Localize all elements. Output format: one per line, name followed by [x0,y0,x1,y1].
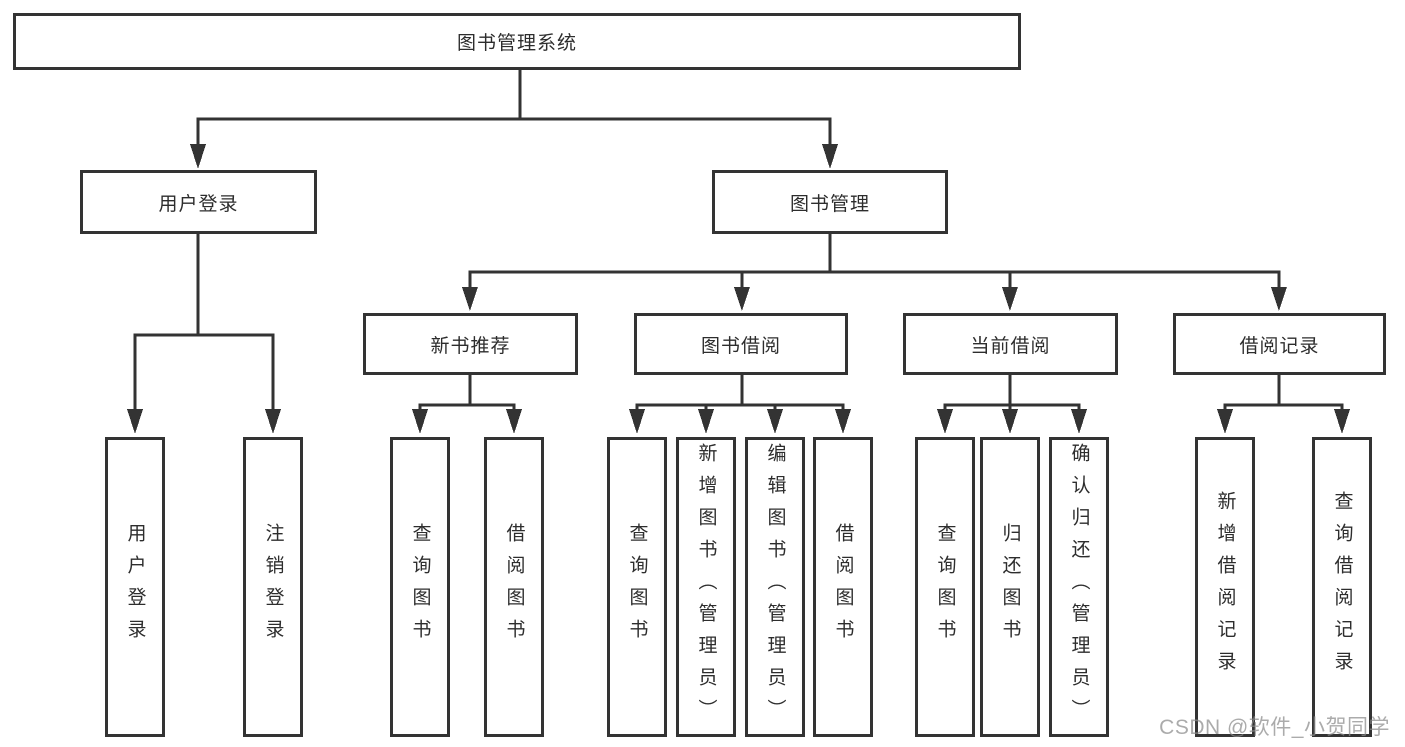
leaf-borrow-book-newbook: 借阅图书 [484,437,544,737]
edge-root-to-level2 [190,70,838,169]
edge-user-login-children [127,234,281,434]
leaf-add-borrow-record: 新增借阅记录 [1195,437,1255,737]
leaf-user-login: 用户登录 [105,437,165,737]
node-book-management: 图书管理 [712,170,948,234]
node-borrow-records-label: 借阅记录 [1239,335,1320,357]
node-book-borrow-label: 图书借阅 [700,335,781,357]
leaf-return-book-label: 归还图书 [999,523,1021,651]
leaf-logout: 注销登录 [243,437,303,737]
node-current-borrow: 当前借阅 [903,313,1118,375]
leaf-query-borrow-record-label: 查询借阅记录 [1331,491,1353,683]
edge-new-book-children [412,375,522,434]
leaf-query-book-newbook: 查询图书 [390,437,450,737]
leaf-confirm-return-admin-label: 确认归还（管理员） [1068,443,1090,731]
leaf-add-book-admin-label: 新增图书（管理员） [695,443,717,731]
edge-book-borrow-children [629,375,851,434]
edge-book-mgmt-to-level3 [462,234,1287,311]
node-new-book-label: 新书推荐 [430,335,511,357]
leaf-add-book-admin: 新增图书（管理员） [676,437,736,737]
node-root-label: 图书管理系统 [456,33,577,54]
csdn-watermark: CSDN @软件_小贺同学 [1159,716,1390,739]
node-user-login-label: 用户登录 [158,193,239,215]
node-new-book-recommend: 新书推荐 [363,313,578,375]
leaf-query-book-borrow: 查询图书 [607,437,667,737]
leaf-user-login-label: 用户登录 [124,523,146,651]
node-current-borrow-label: 当前借阅 [970,335,1051,357]
leaf-edit-book-admin: 编辑图书（管理员） [745,437,805,737]
node-root-system: 图书管理系统 [13,13,1021,70]
leaf-query-book-newbook-label: 查询图书 [409,523,431,651]
node-book-management-label: 图书管理 [789,193,870,215]
node-borrow-records: 借阅记录 [1173,313,1386,375]
leaf-query-book-current: 查询图书 [915,437,975,737]
edge-records-children [1217,375,1350,434]
leaf-logout-label: 注销登录 [262,523,284,651]
leaf-edit-book-admin-label: 编辑图书（管理员） [764,443,786,731]
leaf-borrow-book-label: 借阅图书 [832,523,854,651]
leaf-borrow-book-newbook-label: 借阅图书 [503,523,525,651]
leaf-confirm-return-admin: 确认归还（管理员） [1049,437,1109,737]
node-user-login: 用户登录 [80,170,317,234]
leaf-query-borrow-record: 查询借阅记录 [1312,437,1372,737]
leaf-borrow-book: 借阅图书 [813,437,873,737]
node-book-borrow: 图书借阅 [634,313,848,375]
leaf-query-book-borrow-label: 查询图书 [626,523,648,651]
edge-current-borrow-children [937,375,1087,434]
leaf-query-book-current-label: 查询图书 [934,523,956,651]
leaf-add-borrow-record-label: 新增借阅记录 [1214,491,1236,683]
leaf-return-book: 归还图书 [980,437,1040,737]
